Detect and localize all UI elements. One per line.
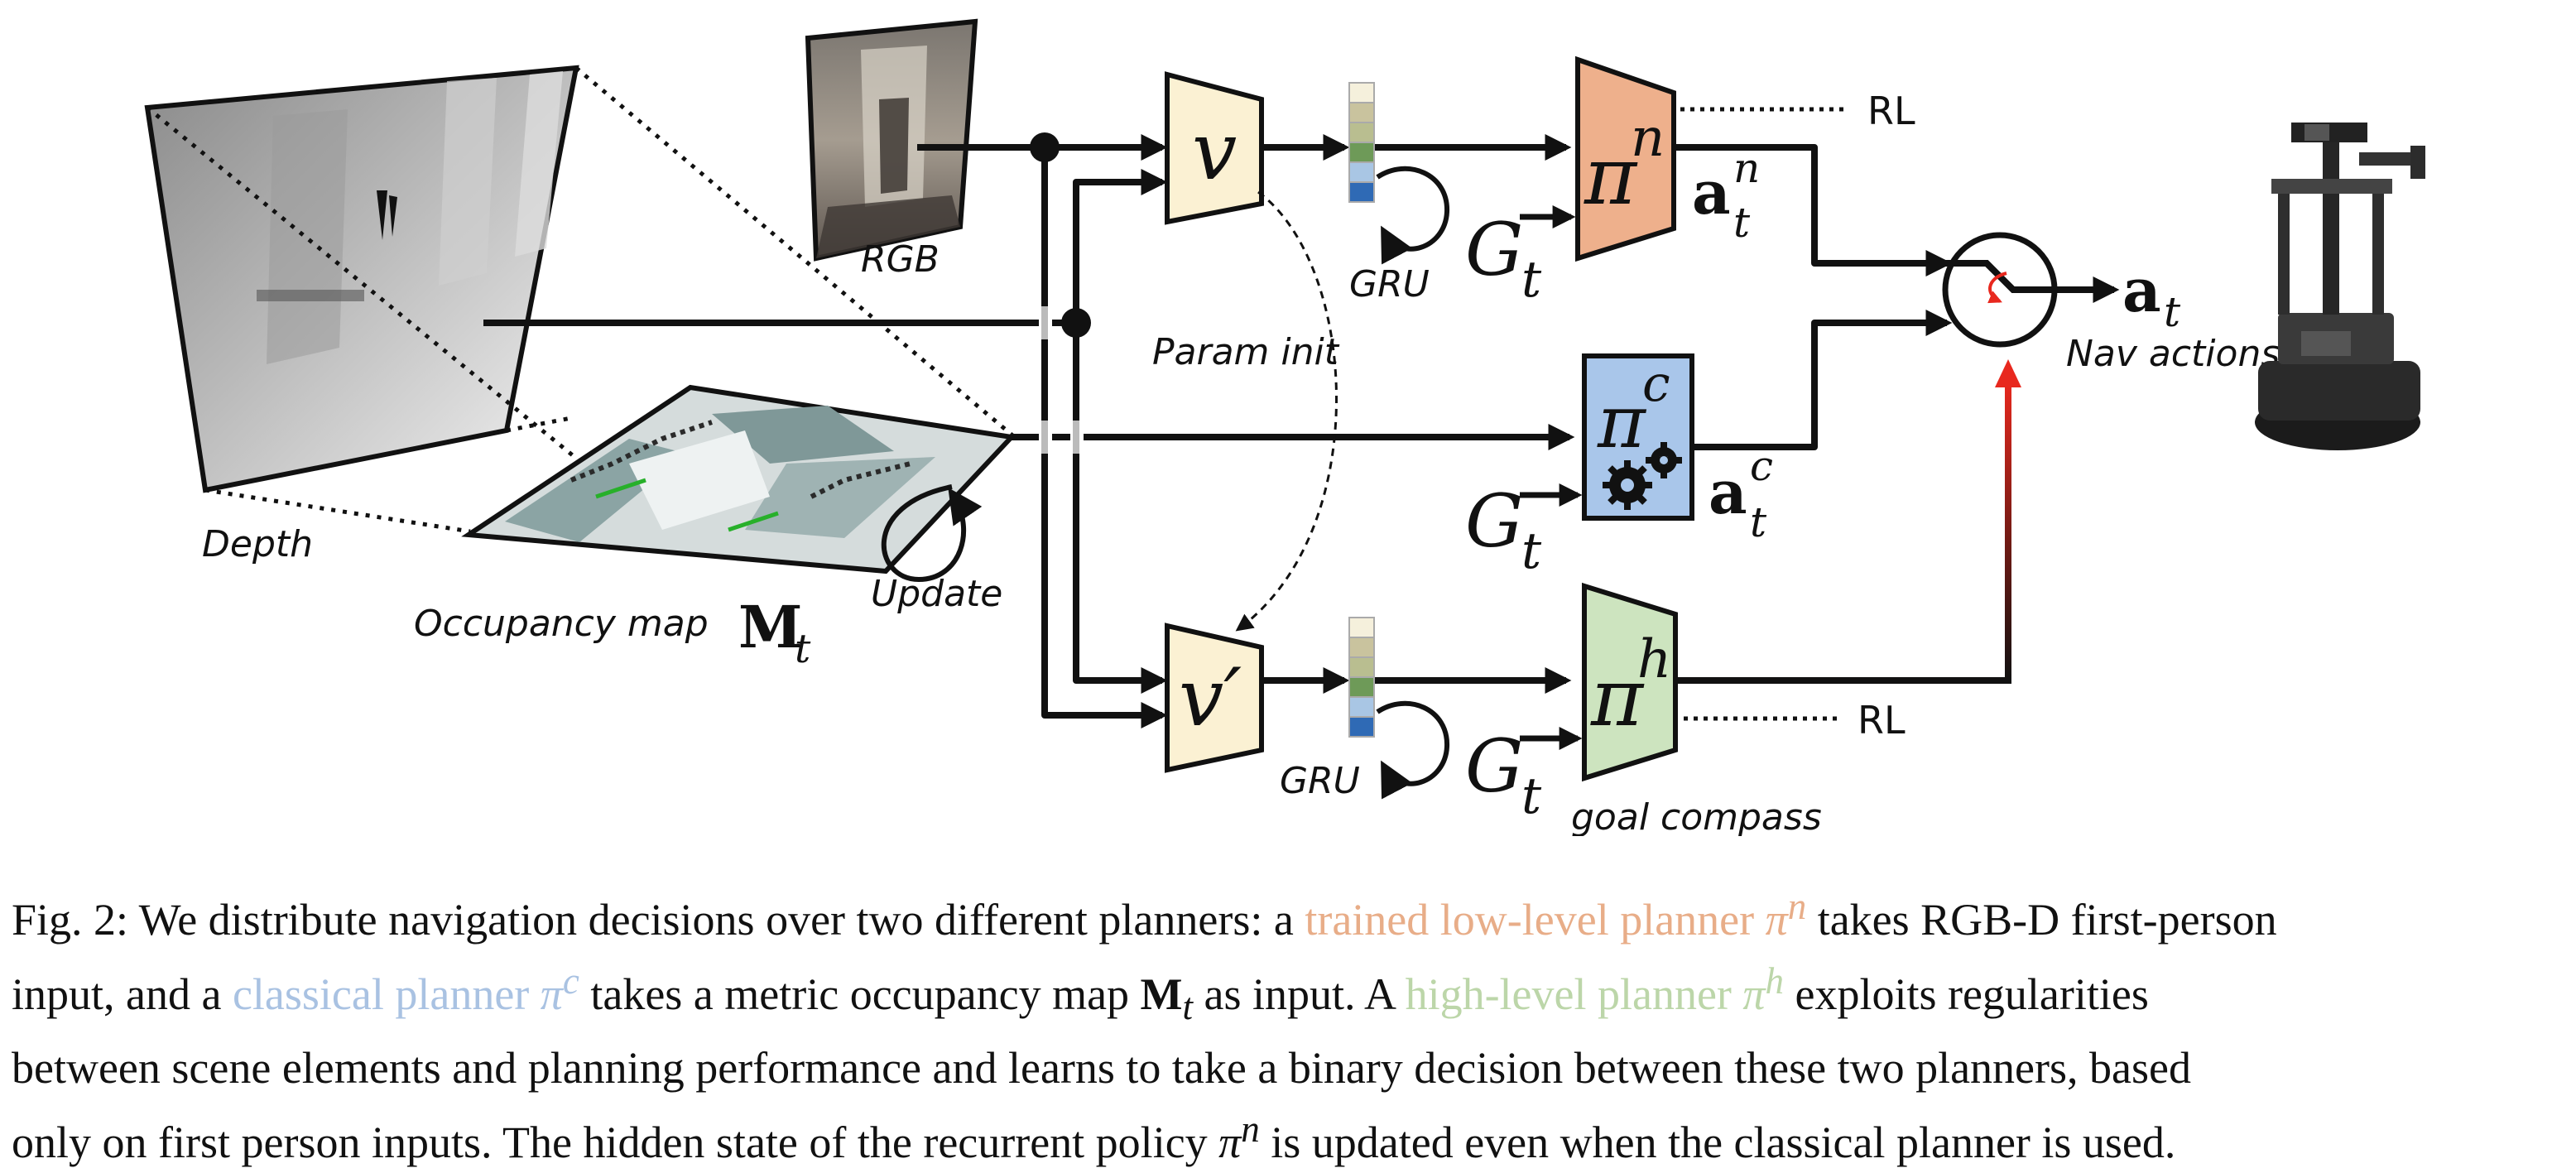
switch-control-arrowhead (1995, 359, 2021, 387)
a-n-subscript: t (1733, 199, 1751, 247)
pi-h-to-switch-line (1675, 381, 2011, 684)
projection-lines (146, 66, 1018, 534)
rl-bottom-label: RL (1858, 698, 1906, 743)
depth-image (144, 65, 579, 493)
occupancy-subscript: t (795, 626, 811, 672)
caption-math-sup: h (1765, 960, 1784, 1002)
goal-bottom-symbol: G (1465, 724, 1523, 809)
junction-dot-rgb (1030, 132, 1060, 162)
planner-pi-n: π n (1575, 55, 1676, 262)
caption-math-sup: c (562, 960, 579, 1002)
goal-middle-symbol: G (1465, 478, 1523, 564)
caption-text: takes a metric occupancy map (579, 969, 1141, 1019)
a-n-symbol: a (1692, 157, 1731, 228)
caption-text: as input. A (1193, 969, 1406, 1019)
planner-pi-c: π c (1582, 353, 1694, 521)
gru-bottom-label: GRU (1280, 760, 1360, 802)
depth-label: Depth (202, 523, 313, 565)
param-init-arrow (1235, 190, 1338, 632)
goal-compass-label: goal compass (1571, 796, 1822, 836)
update-label: Update (871, 573, 1002, 615)
pi-n-superscript: n (1631, 108, 1665, 169)
pi-h-symbol: π (1590, 651, 1645, 744)
caption-math-pi: π (1765, 895, 1788, 945)
gru-top (1348, 82, 1450, 265)
caption-highlight-high-level-planner: high-level planner (1405, 969, 1743, 1019)
update-loop-arrow (881, 484, 983, 583)
a-c-subscript: t (1750, 498, 1767, 546)
pi-h-superscript: h (1637, 629, 1671, 690)
occupancy-map-label: Occupancy map (414, 603, 709, 645)
goal-top-symbol: G (1465, 207, 1523, 292)
caption-math-sup: n (1241, 1108, 1260, 1150)
encoder-v-label: v (1192, 105, 1237, 198)
caption-text: exploits regularities (1783, 969, 2149, 1019)
goal-top-subscript: t (1521, 251, 1542, 309)
planner-pi-h: π h (1582, 582, 1678, 782)
encoder-v: v (1165, 71, 1264, 225)
pi-n-symbol: π (1584, 130, 1638, 223)
caption-text: input, and a (12, 969, 233, 1019)
caption-text: only on first person inputs. The hidden … (12, 1117, 1219, 1167)
gru-bottom (1348, 617, 1450, 800)
caption-line-1: Fig. 2: We distribute navigation decisio… (12, 876, 2564, 950)
junction-dot-depth (1061, 308, 1091, 338)
robot-image (2255, 123, 2425, 450)
caption-highlight-classical-planner: classical planner (232, 969, 541, 1019)
action-subscript: t (2164, 288, 2181, 336)
a-n-superscript: n (1733, 144, 1760, 192)
caption-math-sup: n (1787, 886, 1807, 927)
pi-c-superscript: c (1642, 355, 1670, 413)
occupancy-symbol: M (738, 593, 803, 661)
nav-actions-label: Nav actions (2066, 333, 2280, 375)
rl-top-label: RL (1867, 89, 1915, 133)
caption-text: Fig. 2: We distribute navigation decisio… (12, 895, 1305, 945)
caption-line-2: input, and a classical planner πc takes … (12, 950, 2564, 1037)
architecture-diagram: Depth Occupancy map M t Update RGB (144, 18, 2425, 836)
caption-line-3: between scene elements and planning perf… (12, 1042, 2191, 1093)
caption-math-pi: π (540, 969, 563, 1019)
encoder-v-prime-label: v′ (1179, 651, 1242, 744)
caption-highlight-trained-planner: trained low-level planner (1305, 895, 1766, 945)
planner-switch (1942, 232, 2058, 348)
encoder-v-prime: v′ (1165, 623, 1264, 773)
rgb-image (805, 18, 978, 262)
a-c-superscript: c (1750, 442, 1773, 490)
a-c-symbol: a (1709, 457, 1747, 527)
figure-caption: Fig. 2: We distribute navigation decisio… (12, 876, 2564, 1173)
gru-top-label: GRU (1349, 263, 1430, 305)
caption-math-pi: π (1742, 969, 1766, 1019)
goal-middle-subscript: t (1521, 522, 1542, 580)
action-symbol: a (2122, 255, 2161, 325)
caption-math-M: M (1140, 969, 1183, 1019)
caption-text: is updated even when the classical plann… (1259, 1117, 2176, 1167)
goal-bottom-subscript: t (1521, 767, 1542, 825)
caption-math-sub: t (1182, 985, 1194, 1027)
occupancy-map (461, 384, 1017, 574)
rgb-label: RGB (861, 238, 940, 281)
caption-line-4: only on first person inputs. The hidden … (12, 1098, 2564, 1173)
param-init-label: Param init (1152, 331, 1340, 373)
pi-c-symbol: π (1597, 379, 1647, 464)
caption-text: takes RGB-D first-person (1806, 895, 2277, 945)
gears-icon (1603, 442, 1682, 510)
caption-math-pi: π (1218, 1117, 1242, 1167)
